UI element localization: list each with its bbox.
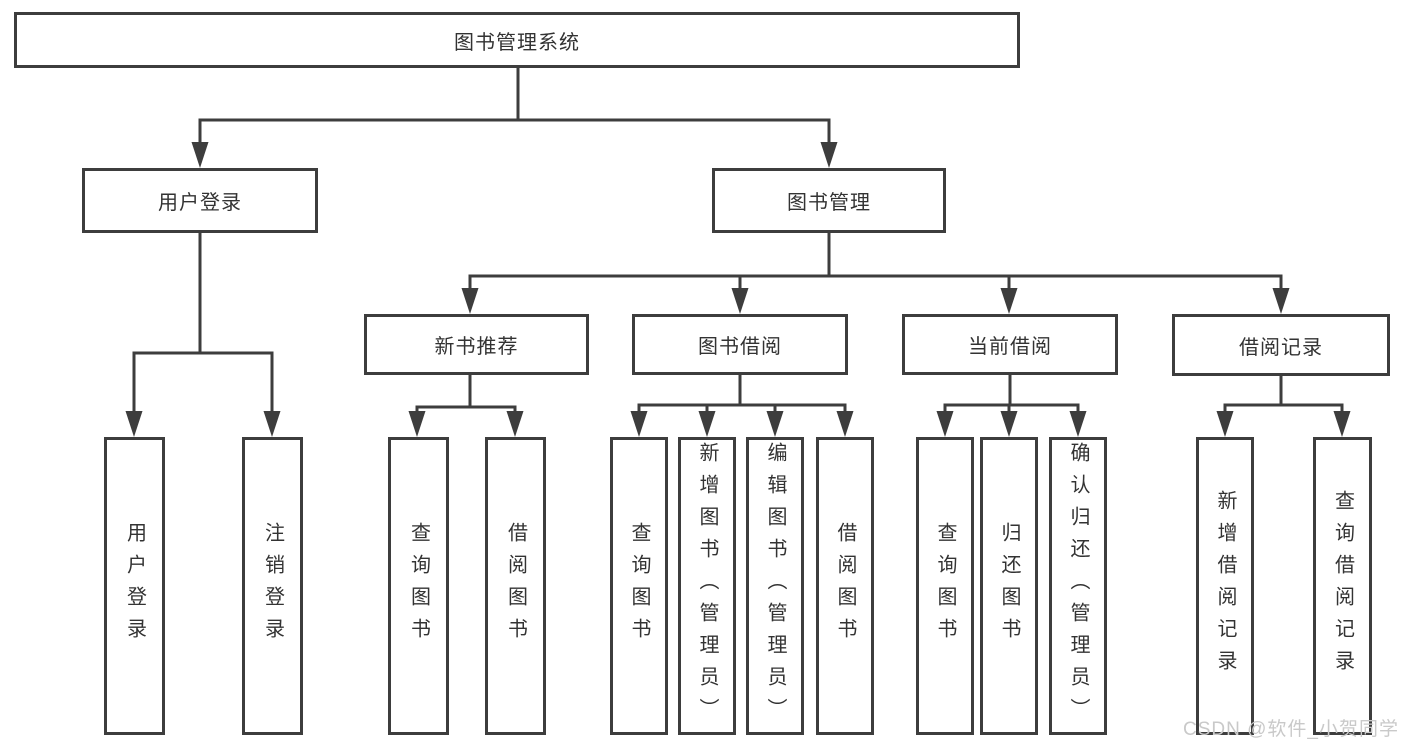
connector-newbook-to-leaves <box>408 375 524 437</box>
node-leaf-logout: 注销登录 <box>242 437 303 735</box>
node-user-login-label: 用户登录 <box>158 192 242 214</box>
node-root: 图书管理系统 <box>14 12 1020 68</box>
node-book-management: 图书管理 <box>712 168 946 233</box>
node-new-book-recommend: 新书推荐 <box>364 314 589 375</box>
node-root-label: 图书管理系统 <box>454 31 580 54</box>
node-leaf-query-book-borrow-label: 查询图书 <box>628 522 650 650</box>
node-new-book-recommend-label: 新书推荐 <box>434 336 519 358</box>
node-current-borrow-label: 当前借阅 <box>968 336 1052 358</box>
node-leaf-add-book-admin-label: 新增图书（管理员） <box>696 442 718 730</box>
node-leaf-add-borrow-record-label: 新增借阅记录 <box>1214 490 1236 682</box>
node-leaf-borrow-book-recommend: 借阅图书 <box>485 437 546 735</box>
node-leaf-borrow-book-label: 借阅图书 <box>834 522 856 650</box>
node-leaf-query-borrow-record: 查询借阅记录 <box>1313 437 1372 735</box>
node-leaf-user-login-label: 用户登录 <box>123 522 146 650</box>
csdn-watermark: CSDN @软件_小贺同学 <box>1183 719 1399 740</box>
node-leaf-return-book: 归还图书 <box>980 437 1038 735</box>
node-leaf-query-book-borrow: 查询图书 <box>610 437 668 735</box>
node-book-management-label: 图书管理 <box>787 192 871 214</box>
node-leaf-add-borrow-record: 新增借阅记录 <box>1196 437 1254 735</box>
node-book-borrow-label: 图书借阅 <box>698 336 782 358</box>
node-leaf-borrow-book: 借阅图书 <box>816 437 874 735</box>
node-leaf-return-book-label: 归还图书 <box>998 522 1020 650</box>
node-leaf-query-book-recommend: 查询图书 <box>388 437 449 735</box>
node-leaf-logout-label: 注销登录 <box>261 522 284 650</box>
node-borrow-records-label: 借阅记录 <box>1239 336 1323 359</box>
node-leaf-query-book-current-label: 查询图书 <box>934 522 956 650</box>
connector-root-to-level2 <box>191 68 838 168</box>
connector-currentborrow-to-leaves <box>936 375 1087 437</box>
node-leaf-user-login: 用户登录 <box>104 437 165 735</box>
node-leaf-borrow-book-recommend-label: 借阅图书 <box>504 522 527 650</box>
node-user-login: 用户登录 <box>82 168 318 233</box>
node-leaf-edit-book-admin: 编辑图书（管理员） <box>746 437 804 735</box>
node-leaf-add-book-admin: 新增图书（管理员） <box>678 437 736 735</box>
node-book-borrow: 图书借阅 <box>632 314 848 375</box>
node-leaf-edit-book-admin-label: 编辑图书（管理员） <box>764 442 786 730</box>
connector-userlogin-to-leaves <box>125 233 281 437</box>
node-current-borrow: 当前借阅 <box>902 314 1118 375</box>
connector-bookmgmt-to-level3 <box>461 233 1290 314</box>
node-leaf-confirm-return-admin: 确认归还（管理员） <box>1049 437 1107 735</box>
node-leaf-query-book-recommend-label: 查询图书 <box>407 522 430 650</box>
node-borrow-records: 借阅记录 <box>1172 314 1390 376</box>
node-leaf-confirm-return-admin-label: 确认归还（管理员） <box>1067 442 1089 730</box>
node-leaf-query-borrow-record-label: 查询借阅记录 <box>1331 490 1354 682</box>
connector-bookborrow-to-leaves <box>630 375 854 437</box>
node-leaf-query-book-current: 查询图书 <box>916 437 974 735</box>
connector-borrowrecord-to-leaves <box>1216 376 1351 437</box>
